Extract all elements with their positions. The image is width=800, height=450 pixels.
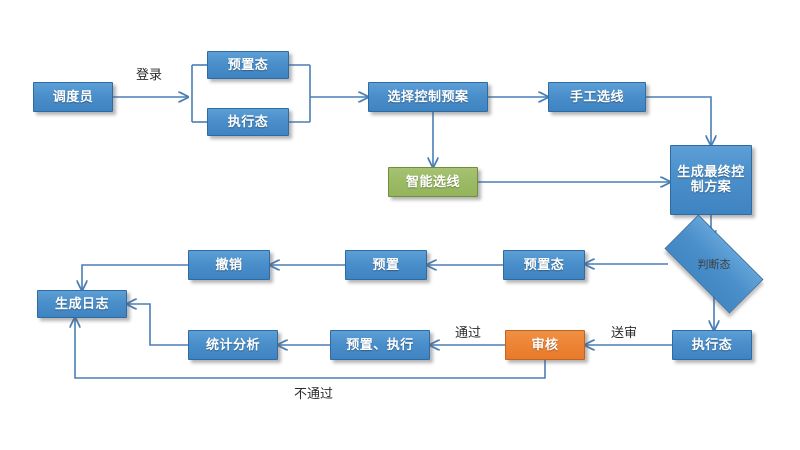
edge-label-submit-review: 送审 xyxy=(611,326,638,341)
node-revoke[interactable]: 撤销 xyxy=(188,250,270,280)
node-label: 智能选线 xyxy=(405,173,460,189)
node-final-control-plan[interactable]: 生成最终控制方案 xyxy=(670,145,752,215)
node-preset-state-top[interactable]: 预置态 xyxy=(207,51,289,79)
node-statistical-analysis[interactable]: 统计分析 xyxy=(188,330,278,360)
node-label: 审核 xyxy=(531,336,559,352)
node-label: 统计分析 xyxy=(205,336,260,352)
edge-manual-to-final xyxy=(646,96,711,145)
node-exec-state-top[interactable]: 执行态 xyxy=(207,108,289,136)
node-label: 预置、执行 xyxy=(346,336,414,352)
node-label: 手工选线 xyxy=(569,88,624,104)
node-dispatcher[interactable]: 调度员 xyxy=(33,82,113,112)
node-judge-state[interactable]: 判断态 xyxy=(664,214,764,314)
node-smart-line-selection[interactable]: 智能选线 xyxy=(388,167,478,197)
node-label: 执行态 xyxy=(227,113,269,129)
edge-label-not-pass: 不通过 xyxy=(294,387,334,402)
node-preset-and-execute[interactable]: 预置、执行 xyxy=(330,330,430,360)
node-label: 预置态 xyxy=(227,56,269,72)
node-label: 撤销 xyxy=(215,256,243,272)
node-label: 判断态 xyxy=(697,258,731,271)
node-manual-line-selection[interactable]: 手工选线 xyxy=(548,82,646,112)
node-preset[interactable]: 预置 xyxy=(345,250,427,280)
node-label: 执行态 xyxy=(691,336,733,352)
node-review[interactable]: 审核 xyxy=(505,330,585,360)
node-label: 调度员 xyxy=(52,88,94,104)
node-generate-log[interactable]: 生成日志 xyxy=(37,290,127,318)
edge-label-pass: 通过 xyxy=(455,326,482,341)
edge-review-fail-to-gen-log xyxy=(75,318,546,379)
edge-revoke-to-gen-log xyxy=(82,264,188,290)
node-label: 生成最终控制方案 xyxy=(677,164,745,194)
node-exec-state-row4[interactable]: 执行态 xyxy=(672,330,752,360)
node-label: 预置态 xyxy=(523,256,565,272)
node-label: 生成日志 xyxy=(54,295,109,311)
node-label: 选择控制预案 xyxy=(387,88,469,104)
node-label: 预置 xyxy=(372,256,400,272)
edge-label-login: 登录 xyxy=(136,68,163,83)
node-select-control-plan[interactable]: 选择控制预案 xyxy=(368,82,488,112)
edge-stat-to-gen-log xyxy=(127,304,188,346)
node-preset-state-row3[interactable]: 预置态 xyxy=(503,250,585,280)
